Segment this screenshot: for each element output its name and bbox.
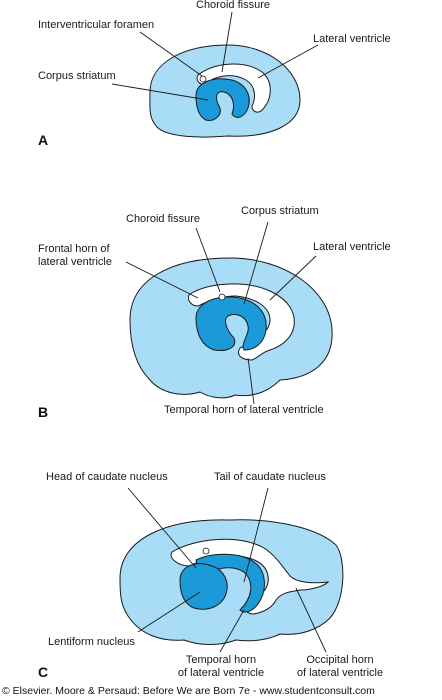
label-corpus-striatum-a: Corpus striatum [38, 70, 116, 82]
interventricular-foramen-c [202, 547, 210, 555]
label-temporal-horn-c-line2: of lateral ventricle [177, 667, 265, 679]
panel-c [119, 487, 344, 653]
leader-temporal-horn-b [247, 357, 255, 405]
leader-choroid-fissure-a [221, 11, 233, 73]
panel-letter-b: B [38, 404, 49, 420]
leader-tail-caudate-c [243, 487, 269, 583]
interventricular-foramen-b [218, 293, 226, 301]
leader-occipital-horn-c [295, 587, 327, 653]
panel-letter-c: C [38, 664, 49, 680]
label-corpus-striatum-b: Corpus striatum [241, 205, 319, 217]
leader-choroid-fissure-b [195, 227, 221, 293]
label-temporal-horn-b: Temporal horn of lateral ventricle [164, 404, 324, 416]
label-frontal-horn-b-line2: lateral ventricle [38, 256, 112, 268]
leader-lateral-ventricle-a [257, 44, 319, 79]
label-lentiform-c: Lentiform nucleus [48, 636, 135, 648]
leader-frontal-horn-b [125, 261, 199, 299]
label-temporal-horn-c-line1: Temporal horn [185, 654, 257, 666]
leader-head-caudate-c [127, 487, 197, 569]
lentiform-nucleus-c [179, 563, 228, 610]
leader-interventricular-foramen-a [139, 31, 203, 77]
label-choroid-fissure-a: Choroid fissure [196, 0, 270, 11]
label-head-caudate-c: Head of caudate nucleus [46, 471, 168, 483]
leader-lentiform-c [137, 591, 201, 633]
label-occipital-horn-c-line1: Occipital horn [306, 654, 374, 666]
interventricular-foramen-a [199, 75, 207, 83]
copyright-notice: © Elsevier. Moore & Persaud: Before We a… [2, 685, 375, 697]
corpus-striatum-a [195, 78, 250, 121]
label-frontal-horn-b-line1: Frontal horn of [38, 243, 110, 255]
leader-corpus-striatum-b [243, 221, 269, 305]
hemisphere-b [129, 257, 333, 399]
panel-b [125, 221, 333, 405]
label-lateral-ventricle-a: Lateral ventricle [313, 33, 391, 45]
panel-a [111, 11, 319, 138]
label-lateral-ventricle-b: Lateral ventricle [313, 241, 391, 253]
leader-lateral-ventricle-b [269, 255, 317, 301]
leader-corpus-striatum-a [111, 83, 209, 101]
panel-letter-a: A [38, 132, 49, 148]
label-tail-caudate-c: Tail of caudate nucleus [214, 471, 326, 483]
label-choroid-fissure-b: Choroid fissure [126, 213, 200, 225]
corpus-striatum-b [195, 296, 267, 351]
hemisphere-c [119, 519, 344, 645]
label-interventricular-foramen-a: Interventricular foramen [38, 19, 155, 31]
leader-temporal-horn-c [219, 609, 245, 653]
label-occipital-horn-c-line2: of lateral ventricle [296, 667, 384, 679]
